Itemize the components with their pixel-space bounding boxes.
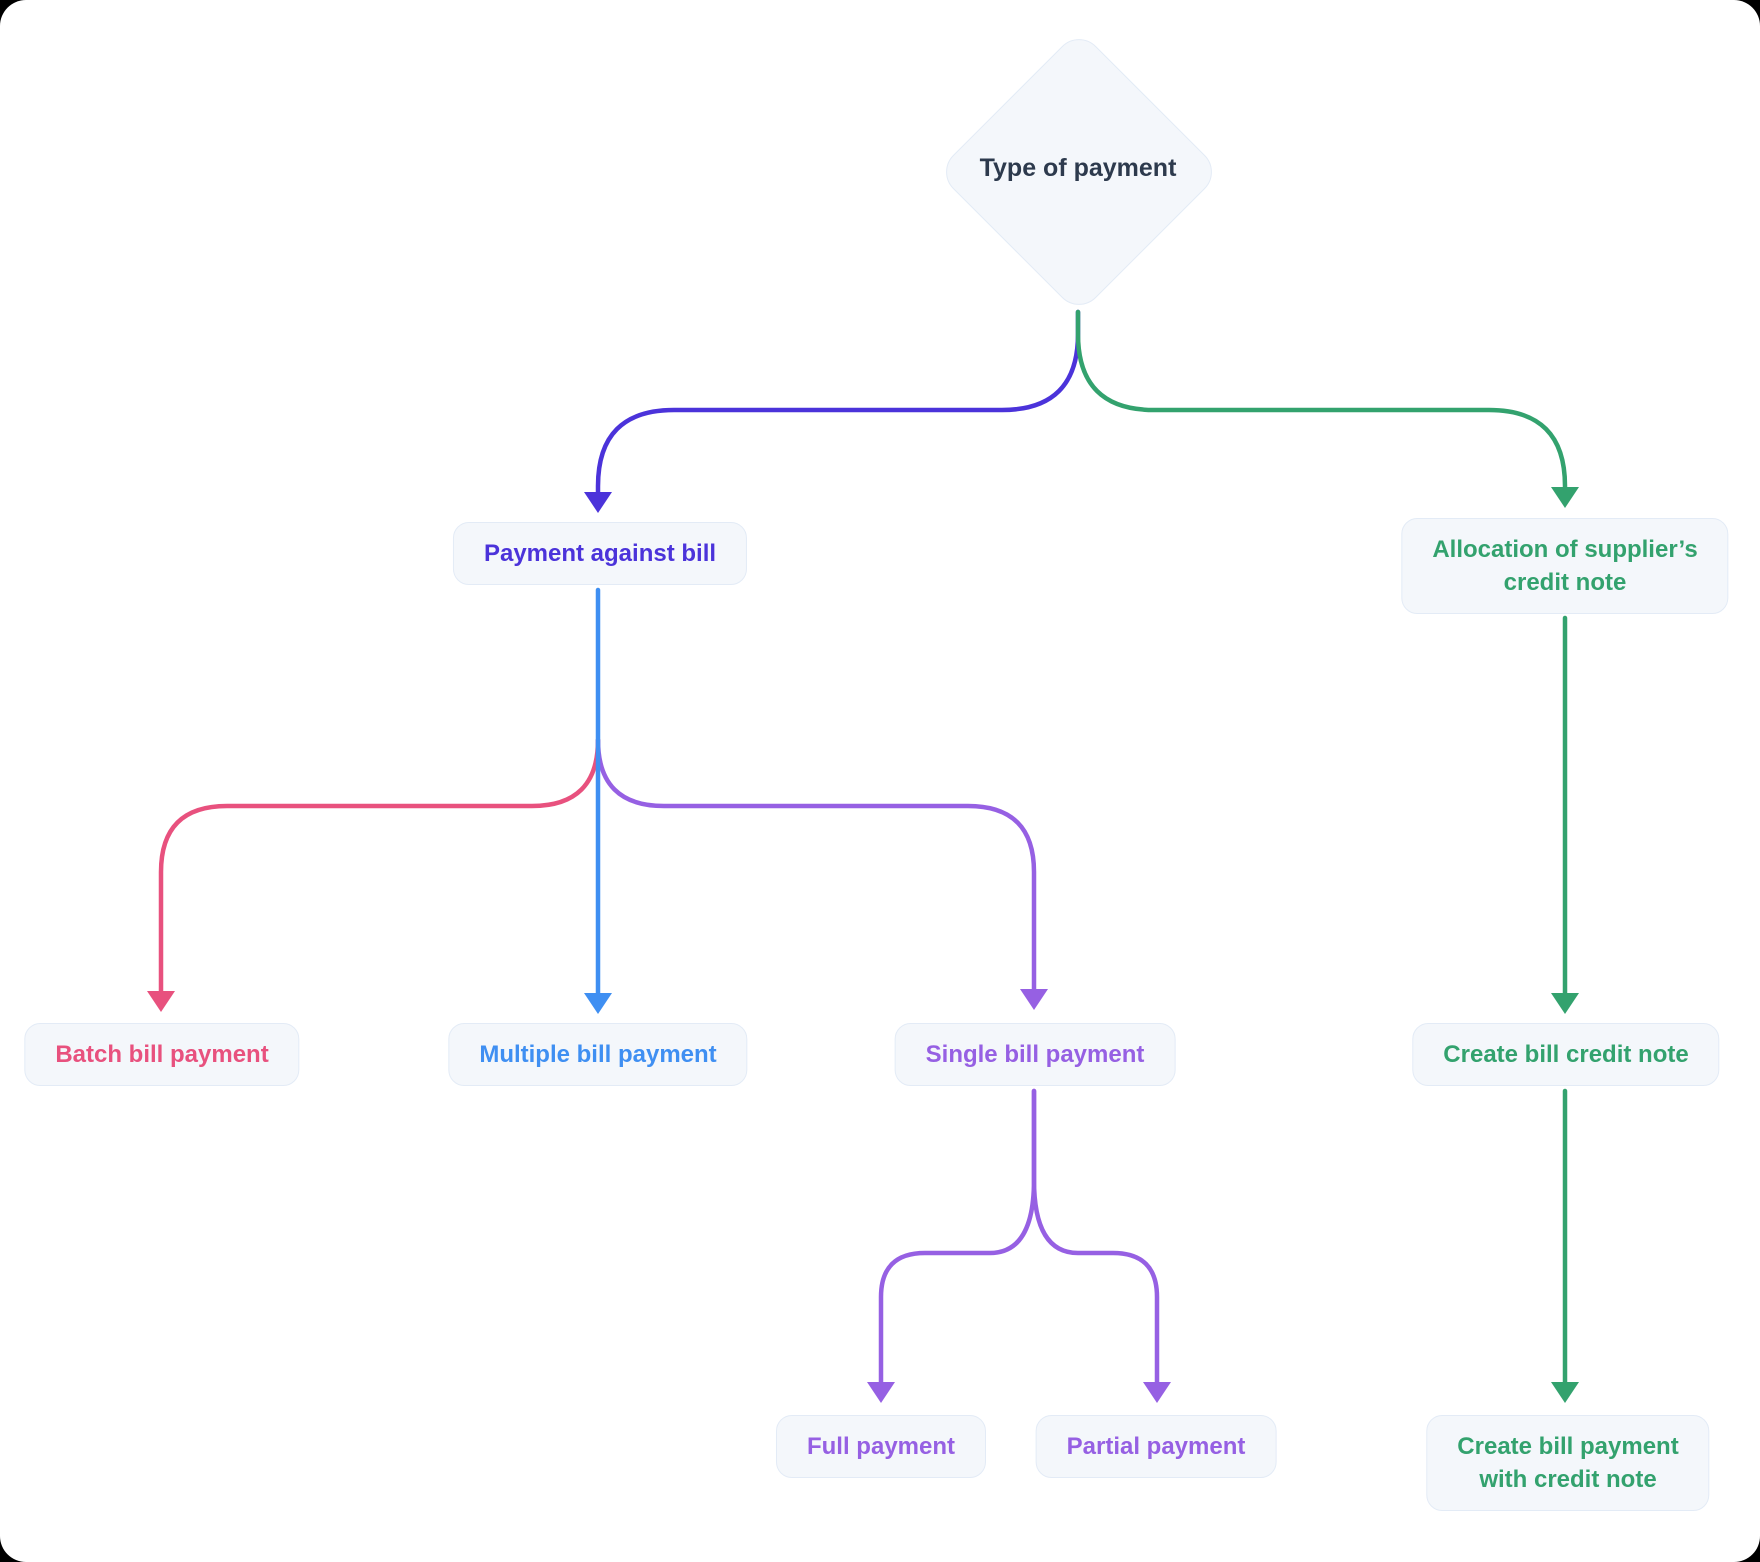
node-single-bill-payment: Single bill payment <box>894 1023 1176 1086</box>
node-multiple-bill-payment: Multiple bill payment <box>448 1023 748 1086</box>
edge-decision-to-allocation <box>1075 309 1568 494</box>
arrowhead-payment-against-bill <box>584 492 612 513</box>
node-batch-bill-payment: Batch bill payment <box>24 1023 300 1086</box>
edge-payment-to-single <box>595 737 1037 996</box>
node-partial-payment: Partial payment <box>1035 1415 1277 1478</box>
arrowhead-batch <box>147 991 175 1012</box>
arrowhead-create-credit-note <box>1551 993 1579 1014</box>
arrowhead-payment-with-credit-note <box>1551 1382 1579 1403</box>
node-create-bill-payment-with-credit-note: Create bill payment with credit note <box>1426 1415 1710 1511</box>
edge-decision-to-payment-against-bill <box>595 309 1081 499</box>
arrowhead-full-payment <box>867 1382 895 1403</box>
edge-payment-to-batch <box>158 737 601 998</box>
node-payment-against-bill: Payment against bill <box>452 522 748 585</box>
arrowhead-single <box>1020 989 1048 1010</box>
node-full-payment: Full payment <box>775 1415 987 1478</box>
edge-single-to-partial <box>1031 1088 1160 1389</box>
node-allocation-of-suppliers-credit-note: Allocation of supplier’s credit note <box>1401 518 1729 614</box>
edge-single-to-full <box>878 1088 1037 1389</box>
arrowhead-partial-payment <box>1143 1382 1171 1403</box>
arrowhead-allocation <box>1551 487 1579 508</box>
node-create-bill-credit-note: Create bill credit note <box>1412 1023 1720 1086</box>
node-type-of-payment-label: Type of payment <box>979 154 1177 182</box>
arrowhead-multiple <box>584 993 612 1014</box>
